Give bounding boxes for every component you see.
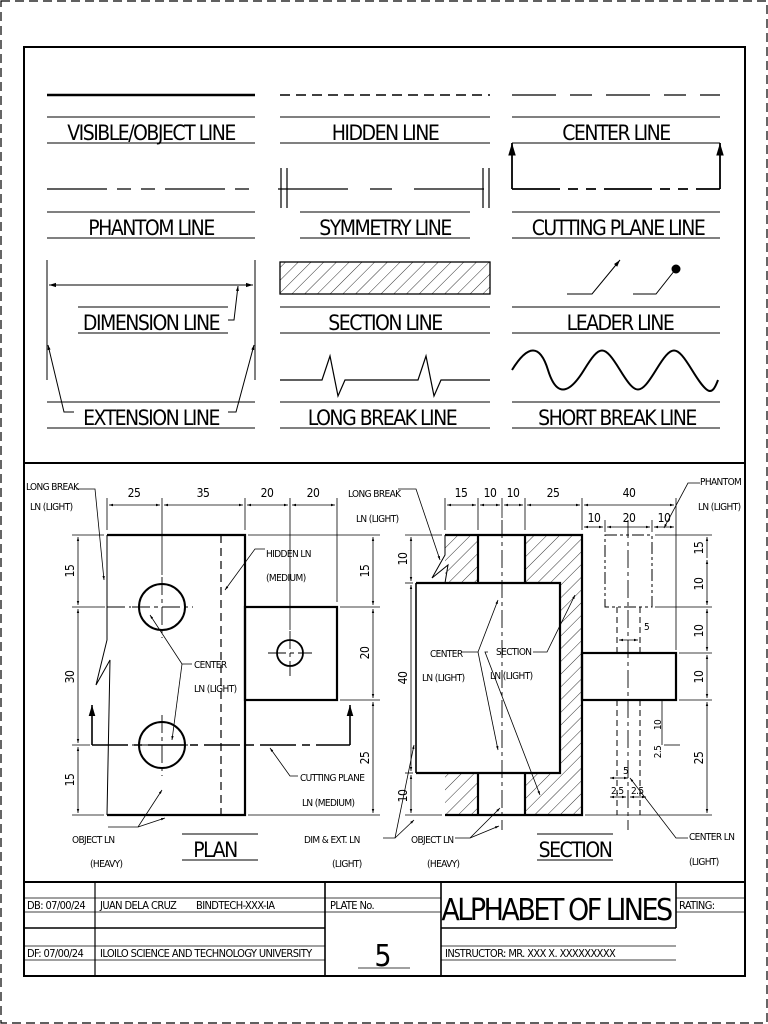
sec-dim-inner-10b: 10 — [658, 511, 671, 525]
date-begun: DB: 07/00/24 — [27, 899, 85, 912]
plan-label-cutting: CUTTING PLANE — [300, 773, 365, 784]
instructor-name: INSTRUCTOR: MR. XXX X. XXXXXXXXX — [445, 947, 616, 960]
plan-dim-35: 35 — [197, 486, 210, 500]
title-block-text: DB: 07/00/24 JUAN DELA CRUZ BINDTECH-XXX… — [27, 893, 715, 974]
short-break-line-sample — [511, 349, 719, 392]
sec-dim-inner-10a: 10 — [588, 511, 601, 525]
sec-label-phantom-2: LN (LIGHT) — [698, 502, 741, 513]
sec-dim-small-5b: 5 — [623, 766, 628, 777]
label-leader-line: LEADER LINE — [567, 311, 674, 335]
sec-dim-left-40: 40 — [396, 671, 410, 684]
label-long-break-line: LONG BREAK LINE — [308, 406, 457, 430]
plan-dim-right-15: 15 — [358, 565, 372, 578]
plan-label-long-break-2: LN (LIGHT) — [30, 502, 73, 513]
sec-dim-10b: 10 — [507, 486, 520, 500]
plan-dim-right-25: 25 — [358, 752, 372, 765]
label-symmetry-line: SYMMETRY LINE — [319, 216, 451, 240]
sec-dim-right-10a: 10 — [692, 577, 706, 590]
symmetry-line-sample — [278, 168, 492, 208]
plan-dim-25: 25 — [128, 486, 141, 500]
label-section-line: SECTION LINE — [328, 311, 442, 335]
sec-label-section-2: LN (LIGHT) — [490, 671, 533, 682]
date-finished: DF: 07/00/24 — [27, 947, 83, 960]
sec-label-center-right: CENTER LN — [689, 832, 734, 843]
label-visible-line: VISIBLE/OBJECT LINE — [67, 121, 235, 145]
label-dimension-line: DIMENSION LINE — [83, 311, 220, 335]
course-section: BINDTECH-XXX-IA — [196, 899, 275, 912]
plan-label-center: CENTER — [194, 660, 227, 671]
sec-dim-right-25: 25 — [692, 752, 706, 765]
sec-dim-25: 25 — [547, 486, 560, 500]
dimension-line-sample — [46, 260, 256, 380]
plan-label-object: OBJECT LN — [72, 835, 115, 846]
sec-dim-small-2.5c: 2.5 — [631, 786, 644, 797]
plan-dim-20a: 20 — [261, 486, 274, 500]
school-name: ILOILO SCIENCE AND TECHNOLOGY UNIVERSITY — [100, 947, 313, 960]
sec-dim-small-5a: 5 — [644, 622, 649, 633]
sec-label-dim-ext-2: (LIGHT) — [332, 859, 362, 870]
sec-dim-15: 15 — [455, 486, 468, 500]
sec-dim-right-10c: 10 — [692, 670, 706, 683]
label-short-break-line: SHORT BREAK LINE — [538, 406, 696, 430]
sec-label-object: OBJECT LN — [411, 835, 454, 846]
sec-label-phantom: PHANTOM — [700, 477, 741, 488]
section-title: SECTION — [539, 838, 612, 862]
plan-label-long-break: LONG BREAK — [26, 482, 80, 493]
alphabet-of-lines-panel — [46, 93, 724, 429]
sec-dim-left-10a: 10 — [396, 552, 410, 565]
plan-label-object-2: (HEAVY) — [90, 859, 123, 870]
title-block — [24, 881, 745, 976]
section-annotations: 15 10 10 25 40 10 20 10 10 40 10 15 10 1… — [304, 477, 742, 870]
sec-label-dim-ext: DIM & EXT. LN — [304, 835, 360, 846]
section-view — [383, 482, 712, 861]
sec-dim-small-2.5b: 2.5 — [611, 786, 624, 797]
label-center-line: CENTER LINE — [562, 121, 670, 145]
label-hidden-line: HIDDEN LINE — [332, 121, 439, 145]
drawing-frame — [23, 46, 746, 977]
plan-label-center-2: LN (LIGHT) — [194, 684, 237, 695]
cutting-plane-line-sample — [508, 143, 724, 190]
sec-dim-inner-20: 20 — [623, 511, 636, 525]
plan-view — [72, 488, 380, 861]
section-line-sample — [279, 261, 491, 295]
sec-label-long-break: LONG BREAK — [348, 489, 402, 500]
sec-dim-right-10b: 10 — [692, 624, 706, 637]
sec-dim-right-15: 15 — [692, 542, 706, 555]
plan-label-hidden: HIDDEN LN — [266, 549, 311, 560]
plan-title: PLAN — [193, 838, 237, 862]
sec-dim-small-10: 10 — [653, 719, 664, 730]
sec-dim-left-10b: 10 — [396, 789, 410, 802]
plan-dim-left-15a: 15 — [63, 565, 77, 578]
sheet-title: ALPHABET OF LINES — [441, 893, 672, 928]
plan-dim-left-15b: 15 — [63, 774, 77, 787]
leader-line-sample — [567, 259, 681, 295]
plate-no-label: PLATE No. — [330, 899, 375, 912]
plan-dim-20b: 20 — [307, 486, 320, 500]
plan-dim-right-20: 20 — [358, 646, 372, 659]
label-extension-line: EXTENSION LINE — [83, 406, 219, 430]
sec-label-center: CENTER — [430, 649, 463, 660]
label-cutting-plane-line: CUTTING PLANE LINE — [532, 216, 705, 240]
plate-number: 5 — [374, 939, 391, 974]
extension-line-sample — [47, 344, 255, 413]
sec-dim-40: 40 — [623, 486, 636, 500]
rating-label: RATING: — [679, 899, 715, 912]
sec-dim-10a: 10 — [484, 486, 497, 500]
label-phantom-line: PHANTOM LINE — [88, 216, 214, 240]
plan-label-hidden-2: (MEDIUM) — [266, 573, 306, 584]
sec-dim-small-2.5a: 2.5 — [653, 746, 664, 759]
student-name: JUAN DELA CRUZ — [99, 899, 177, 912]
sec-label-section: SECTION — [496, 647, 531, 658]
sec-label-center-2: LN (LIGHT) — [422, 673, 465, 684]
plan-dim-left-30: 30 — [63, 670, 77, 683]
line-type-labels: VISIBLE/OBJECT LINE HIDDEN LINE CENTER L… — [67, 121, 706, 430]
sec-label-long-break-2: LN (LIGHT) — [356, 514, 399, 525]
plan-annotations: 25 35 20 20 15 30 15 15 20 25 LONG BREAK… — [26, 482, 372, 870]
sec-label-center-right-2: (LIGHT) — [689, 857, 719, 868]
plan-label-cutting-2: LN (MEDIUM) — [302, 798, 354, 809]
long-break-line-sample — [280, 353, 490, 398]
sec-label-object-2: (HEAVY) — [427, 859, 460, 870]
